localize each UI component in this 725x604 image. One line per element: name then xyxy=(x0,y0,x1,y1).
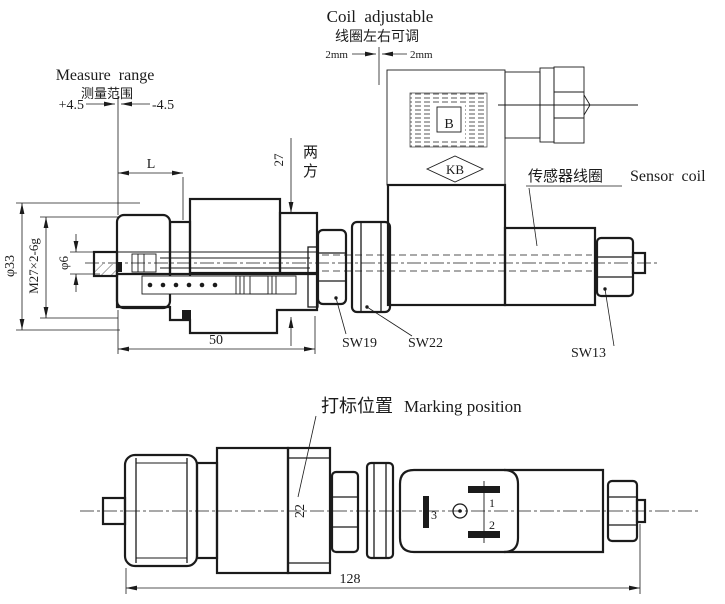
wrench-labels: SW19 SW22 SW13 xyxy=(334,287,615,361)
dim-total-length: 128 xyxy=(340,572,361,587)
connector-face-edge xyxy=(503,468,520,554)
left-dimensions: φ33 M27×2-6g φ6 xyxy=(3,202,140,331)
coil-mark-b: B xyxy=(444,117,453,132)
coil-connector: B KB xyxy=(386,66,638,186)
sensor-coil-extension xyxy=(503,226,597,307)
cable-gland xyxy=(498,66,638,144)
dim-128-group: 128 xyxy=(125,524,641,594)
label-sw19: SW19 xyxy=(342,336,377,351)
lower-body: 22 xyxy=(101,446,647,575)
screw-hole xyxy=(452,503,468,519)
dim-L-group: L xyxy=(118,157,184,220)
lower-connector-body xyxy=(398,468,605,554)
marking-position-en: Marking position xyxy=(404,397,522,416)
dim-flat-height: 27 xyxy=(271,153,286,167)
sensor-coil-en: Sensor coil xyxy=(630,168,706,185)
coil-right-offset: 2mm xyxy=(410,49,433,61)
lower-right-stub xyxy=(635,498,647,524)
right-stub xyxy=(631,251,647,275)
wrench-nuts xyxy=(307,220,392,314)
dim-outer-dia: φ33 xyxy=(3,255,18,277)
coil-mark-kb: KB xyxy=(446,162,464,177)
lower-step-ring xyxy=(195,461,219,560)
measure-range-neg: -4.5 xyxy=(152,98,174,113)
dim-27-group: 27 两方 xyxy=(271,138,318,346)
coil-adjustable-note: Coil adjustable 线圈左右可调 2mm 2mm xyxy=(325,7,433,85)
hex-body-block xyxy=(188,197,282,275)
dim-L: L xyxy=(147,157,156,172)
sensor-body xyxy=(386,183,647,307)
dim-bore-dia: φ6 xyxy=(56,256,71,271)
upper-view: B KB Coil adjustable 线圈左右可调 2mm 2mm xyxy=(3,7,706,361)
dim-band-width: 22 xyxy=(293,504,308,518)
coil-mark-kb-diamond xyxy=(425,155,485,183)
measure-range-pos: +4.5 xyxy=(59,98,84,113)
valve-body xyxy=(92,197,319,335)
coil-left-offset: 2mm xyxy=(325,49,348,61)
lower-main-cylinder xyxy=(215,446,290,575)
sensor-coil-label: 传感器线圈 Sensor coil xyxy=(526,168,706,247)
coil-adjustable-zh: 线圈左右可调 xyxy=(335,29,419,45)
hex-body-step xyxy=(278,211,319,275)
lower-nut-small xyxy=(330,470,360,554)
nut-sw13 xyxy=(595,236,635,298)
marking-position-zh: 打标位置 xyxy=(321,396,393,416)
label-sw13: SW13 xyxy=(571,346,606,361)
measure-range-zh: 测量范围 xyxy=(81,86,133,101)
inlet-stub-hatch xyxy=(94,264,117,276)
measure-range-note: Measure range 测量范围 +4.5 -4.5 xyxy=(56,67,174,215)
marking-position-note: 打标位置 Marking position xyxy=(297,396,522,498)
dim-50-group: 50 xyxy=(117,310,316,354)
lower-nut-large xyxy=(365,461,395,560)
sensor-coil-zh: 传感器线圈 xyxy=(528,168,603,185)
dim-body-length: 50 xyxy=(209,333,223,348)
nut-sw19 xyxy=(316,228,348,306)
pin-label-3: 3 xyxy=(431,508,437,522)
internal-mechanism xyxy=(117,253,310,320)
connector-face: 1 2 3 xyxy=(423,481,500,543)
sensor-coil-housing xyxy=(386,183,507,307)
coil-mark-b-box xyxy=(436,106,462,133)
pin-label-2: 2 xyxy=(489,518,495,532)
pin-label-1: 1 xyxy=(489,496,495,510)
coil-adjustable-en: Coil adjustable xyxy=(327,7,434,26)
measure-range-en: Measure range xyxy=(56,67,155,84)
pin-slot-3 xyxy=(423,496,429,528)
nut-sw22 xyxy=(350,220,392,314)
label-sw22: SW22 xyxy=(408,336,443,351)
lower-view: 22 1 2 3 打标位置 xyxy=(80,396,700,594)
dim-two-flats: 两方 xyxy=(301,144,318,182)
dim-thread: M27×2-6g xyxy=(26,238,41,294)
